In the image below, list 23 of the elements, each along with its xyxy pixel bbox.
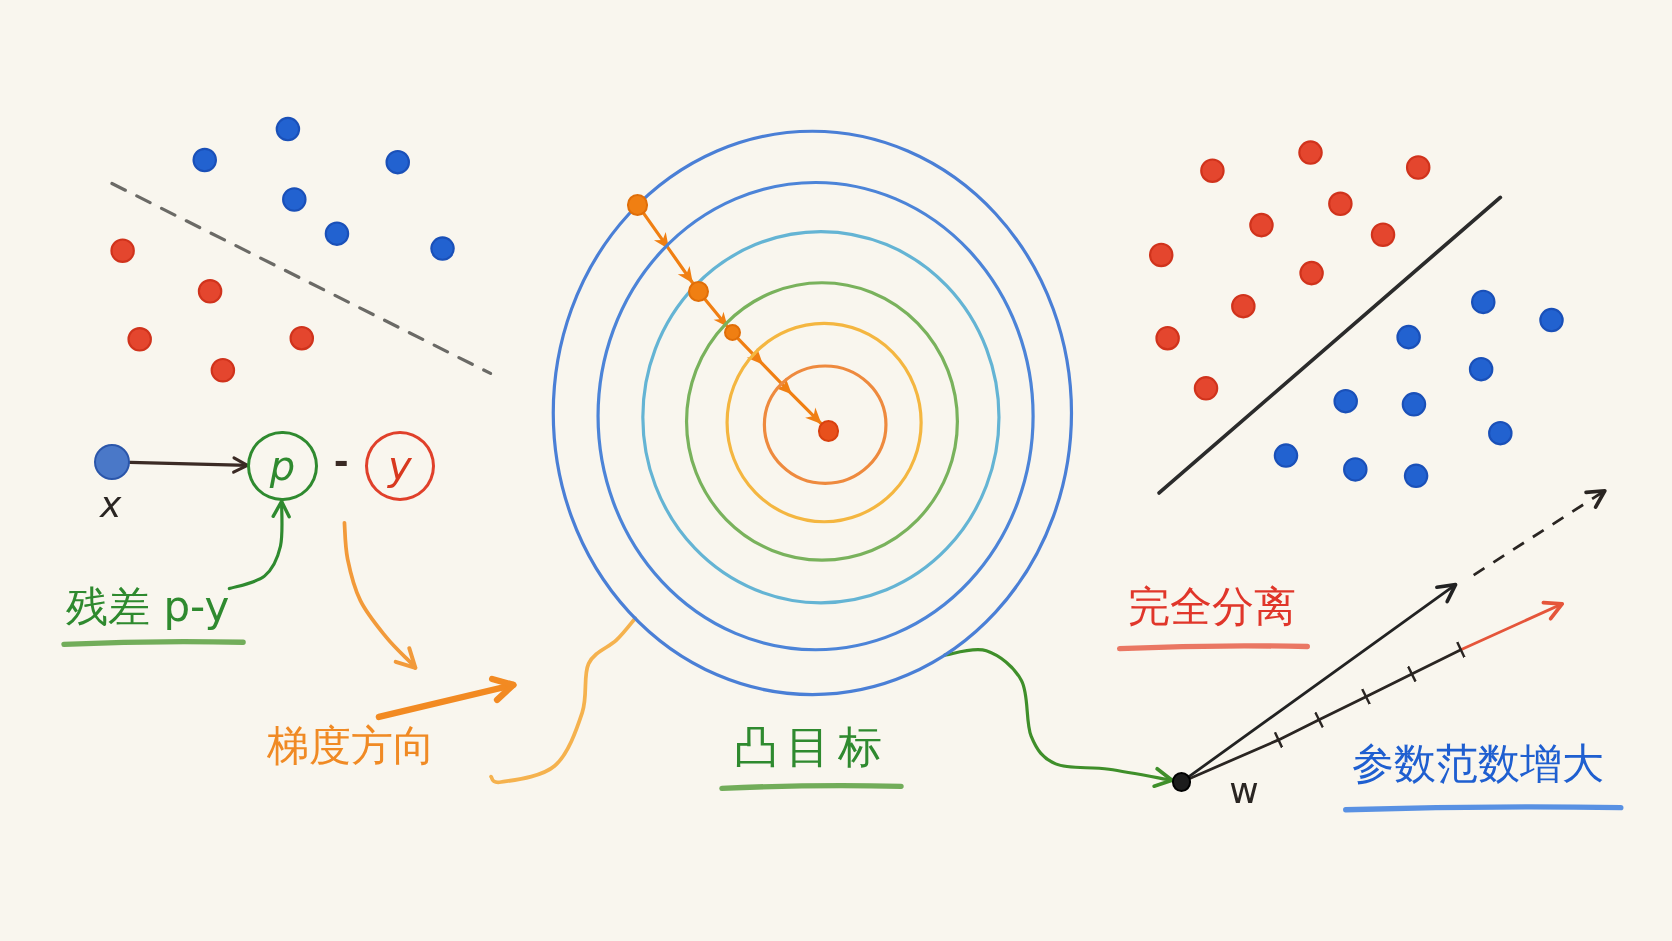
variable-label: w — [1229, 771, 1259, 811]
descent-point — [687, 280, 710, 302]
arrow — [943, 648, 1174, 788]
arrow — [1188, 600, 1564, 780]
letter-circle: p — [247, 431, 318, 502]
arrow — [342, 520, 418, 670]
arrow — [1187, 582, 1458, 778]
variable-label: x — [100, 485, 122, 525]
letter-circle: y — [364, 431, 436, 502]
minus-sign: - — [333, 441, 349, 482]
arrow — [128, 456, 249, 474]
arrow — [703, 297, 729, 328]
arrow — [642, 212, 694, 285]
annotation-text: 参数范数增大 — [1352, 741, 1605, 788]
annotation-text: 梯度方向 — [266, 723, 435, 770]
minimum-point — [817, 420, 840, 442]
annotation-text: 完全分离 — [1128, 583, 1297, 630]
descent-point — [724, 324, 742, 342]
arrow — [736, 337, 823, 426]
descent-point — [627, 194, 649, 216]
annotation-text: 残差 p-y — [66, 583, 230, 630]
arrow — [227, 499, 292, 591]
caption-text: 凸目标 — [733, 723, 890, 772]
